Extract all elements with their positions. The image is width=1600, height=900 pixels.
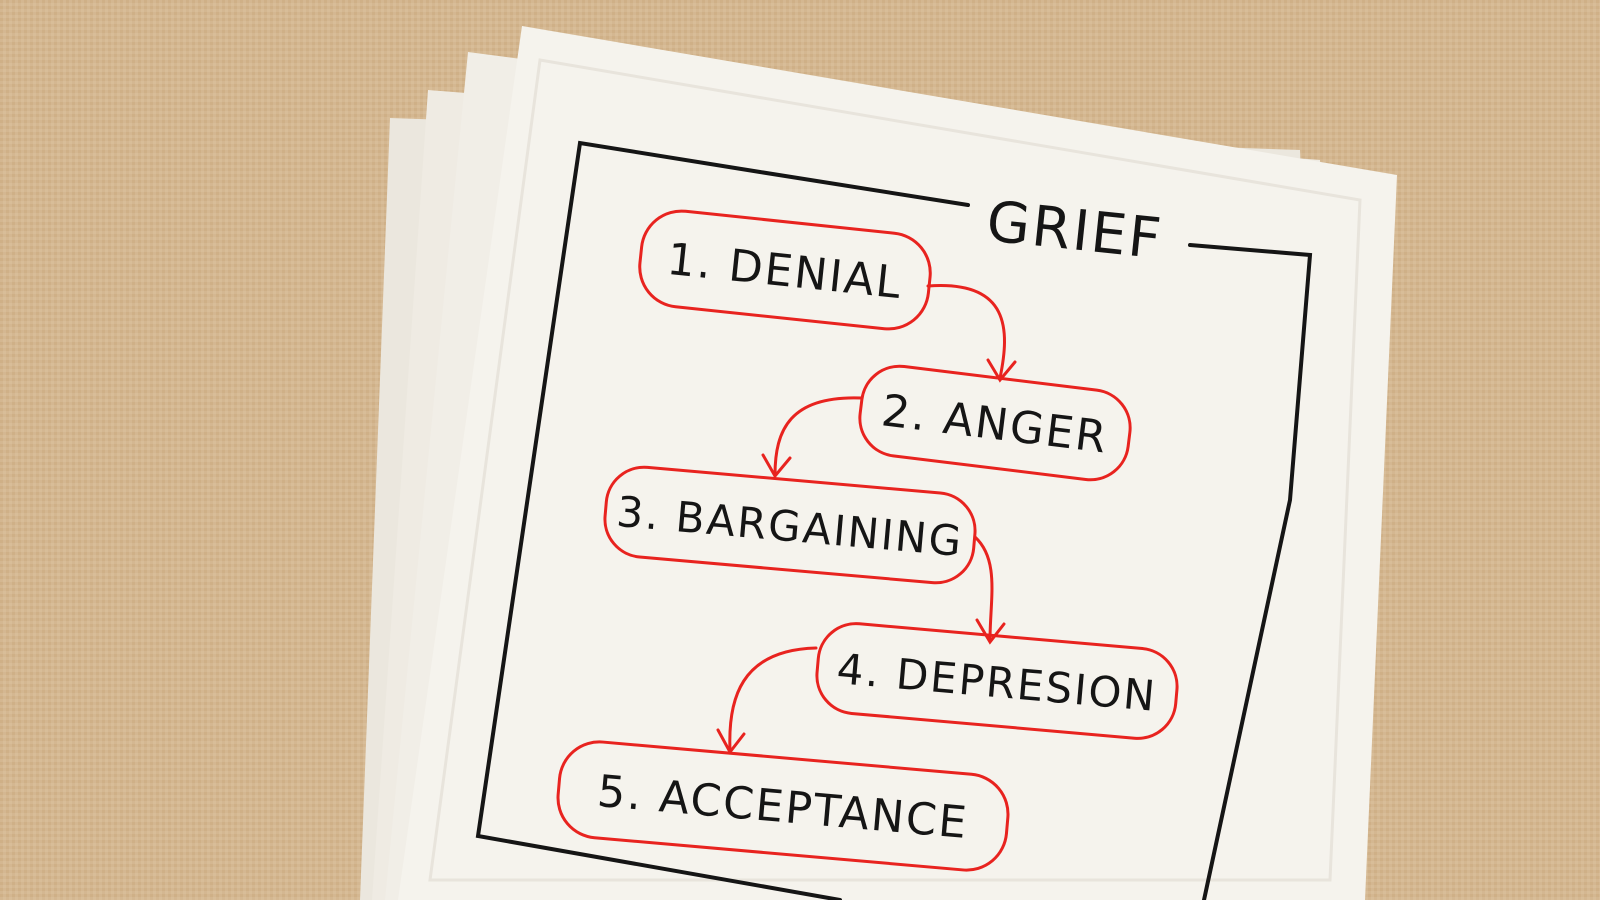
diagram-frame <box>475 140 1313 900</box>
top-napkin <box>398 26 1397 900</box>
napkin-stack <box>360 26 1397 900</box>
